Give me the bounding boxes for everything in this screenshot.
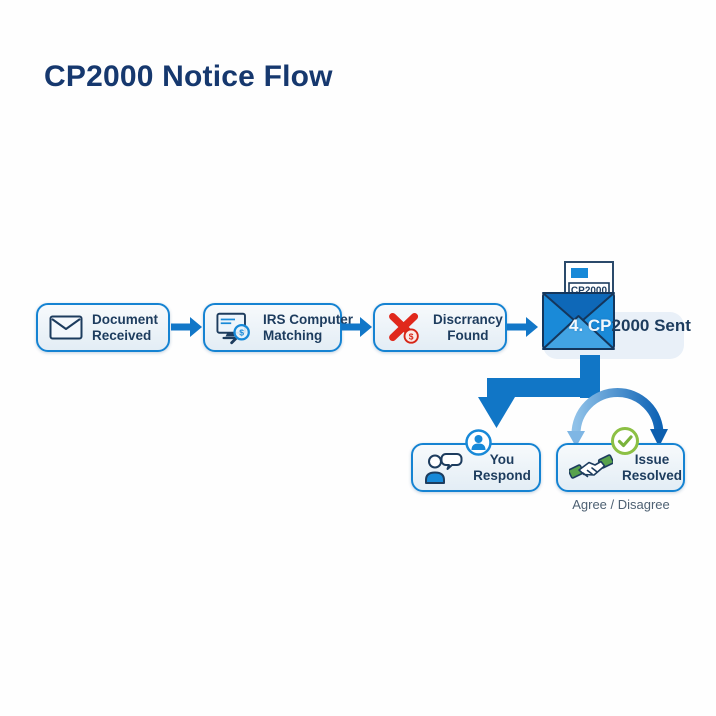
svg-text:$: $ <box>239 327 244 337</box>
step-label: Discrrancy Found <box>433 311 503 343</box>
person-badge-icon <box>465 429 492 456</box>
svg-text:$: $ <box>409 331 414 341</box>
branch-arrows-icon <box>478 355 668 447</box>
step-discrepancy-found: $ Discrrancy Found <box>373 303 507 352</box>
outcome-label: You Respond <box>473 451 531 483</box>
computer-search-icon: $ <box>216 311 254 345</box>
handshake-icon <box>569 453 613 483</box>
cp2000-document-label: CP2000 <box>571 286 608 297</box>
envelope-icon <box>49 315 83 340</box>
red-x-dollar-icon: $ <box>386 311 424 345</box>
step-document-received: Document Received <box>36 303 170 352</box>
open-envelope-letter-icon: CP2000 <box>542 261 615 350</box>
flow-arrow-right-icon <box>507 317 538 337</box>
step-label: IRS Computer Matching <box>263 311 354 343</box>
check-badge-icon <box>611 427 639 455</box>
step-label: Document Received <box>92 311 159 343</box>
step-cp2000-sent-label: 4. CP2000 Sent <box>569 316 691 335</box>
agree-disagree-caption: Agree / Disagree <box>572 497 670 512</box>
flow-arrow-right-icon <box>341 317 372 337</box>
page-title: CP2000 Notice Flow <box>44 60 333 93</box>
flow-arrow-right-icon <box>171 317 202 337</box>
person-chat-icon <box>424 451 464 485</box>
outcome-label: Issue Resolved <box>622 451 683 483</box>
step-irs-computer-matching: $ IRS Computer Matching <box>203 303 353 352</box>
